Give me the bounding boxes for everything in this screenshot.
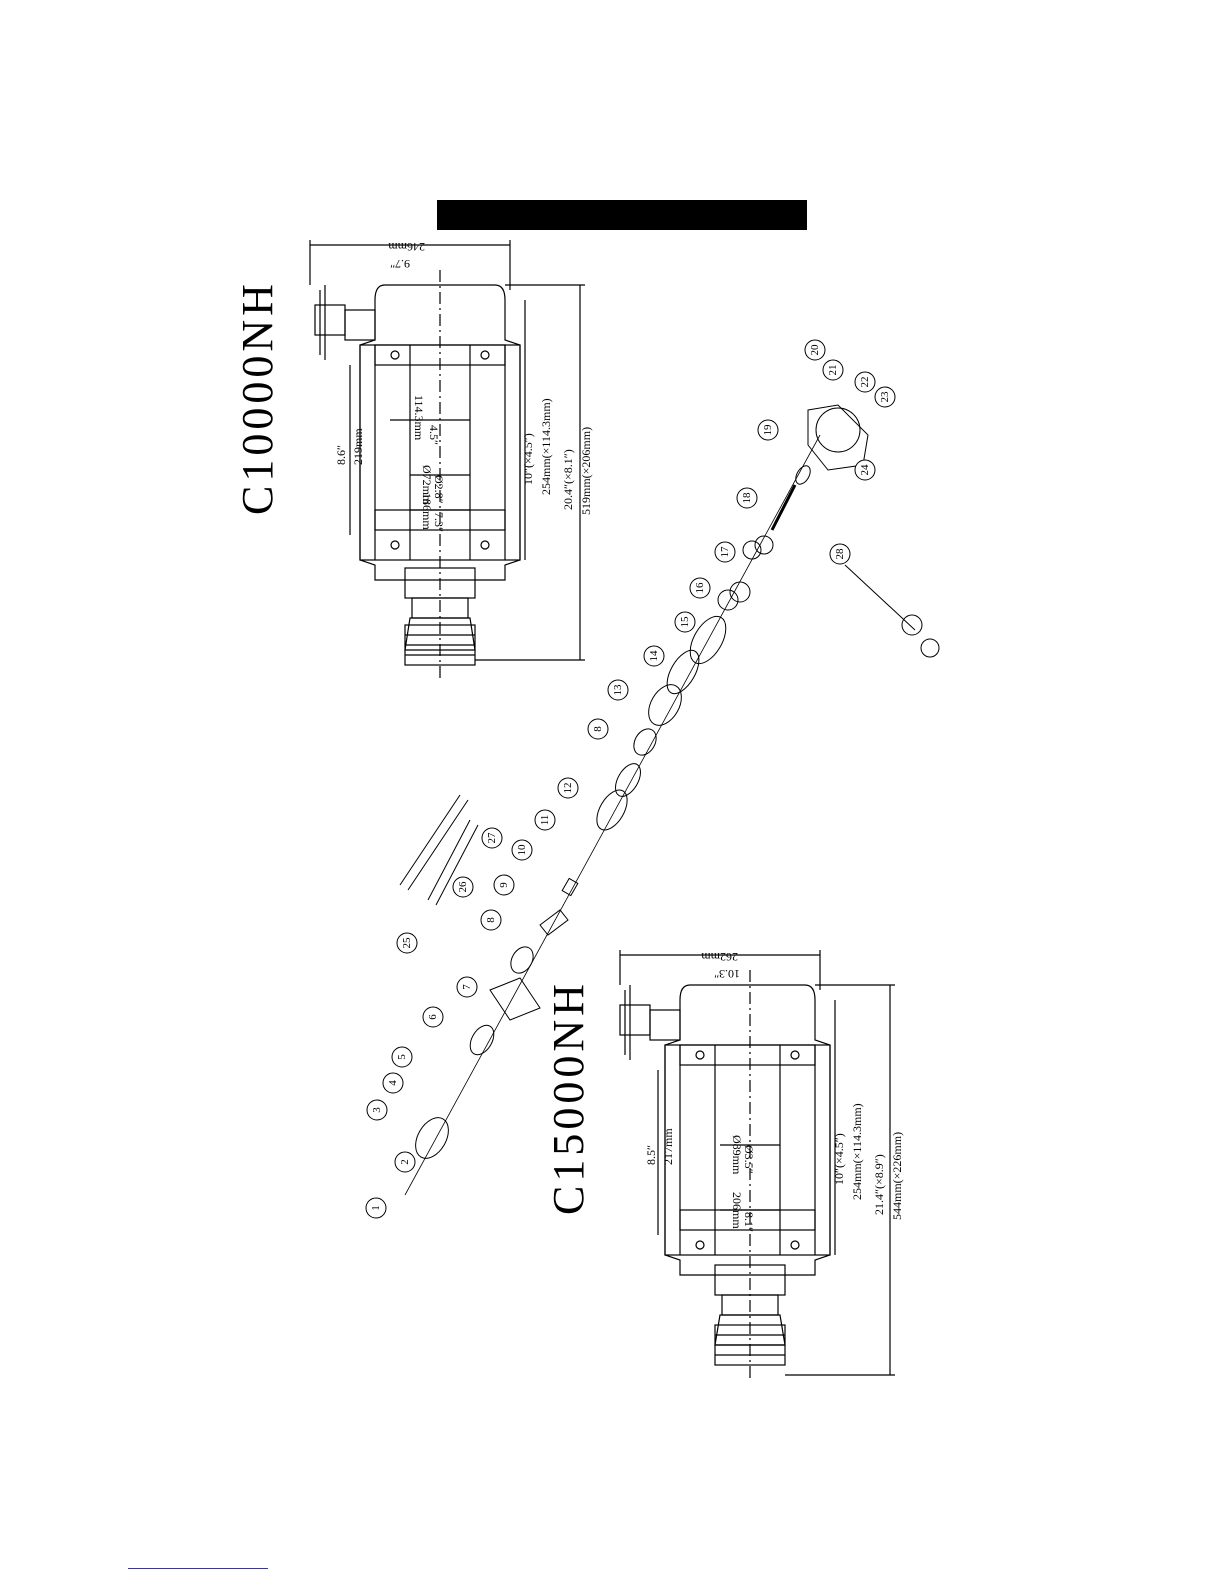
footer-link-underline[interactable]	[128, 1568, 268, 1569]
part-number: 9	[498, 882, 510, 888]
part-balloon	[674, 611, 696, 633]
dim-height-mm: 246mm	[388, 240, 425, 254]
part-number: 14	[648, 650, 660, 662]
part-number: 3	[371, 1107, 383, 1113]
dim-height-mm: 262mm	[701, 950, 738, 964]
part-number: 23	[879, 391, 891, 403]
part-balloon	[822, 359, 844, 381]
dim-bore-mm: Ø89mm	[730, 1135, 744, 1175]
dim-bolt-in: 4.5″	[427, 425, 441, 445]
part-balloon	[365, 1197, 387, 1219]
dim-mount-mm: 254mm(×114.3mm)	[850, 1103, 864, 1200]
part-number: 18	[741, 492, 753, 504]
title-bar	[437, 200, 807, 230]
part-balloon	[452, 876, 474, 898]
part-number: 24	[859, 464, 871, 476]
dim-overall-in: 20.4″(×8.1″)	[561, 449, 575, 510]
part-balloon	[394, 1151, 416, 1173]
part-number: 15	[679, 616, 691, 628]
part-balloon	[854, 371, 876, 393]
part-number: 16	[694, 582, 706, 594]
dim-bolt-mm: 114.3mm	[412, 395, 426, 441]
part-number: 28	[834, 548, 846, 560]
dim-mount: 10″(×4.5″)	[521, 433, 535, 485]
part-balloon	[481, 827, 503, 849]
part-number: 20	[809, 344, 821, 356]
part-balloon	[493, 874, 515, 896]
exploded-view	[399, 404, 940, 1196]
dim-height-in: 9.7″	[390, 257, 410, 271]
dim-bore-mm: Ø72mm	[420, 465, 434, 505]
part-balloon	[587, 718, 609, 740]
part-balloon	[829, 543, 851, 565]
dim-overall-mm: 544mm(×226mm)	[890, 1132, 904, 1220]
part-balloon	[366, 1099, 388, 1121]
part-number: 13	[612, 684, 624, 696]
part-balloon	[874, 386, 896, 408]
part-number: 8	[592, 726, 604, 732]
dim-height-in: 10.3″	[714, 967, 740, 981]
dimensions-c10000nh: 9.7″ 246mm 8.6″ 219mm 114.3mm 4.5″ Ø72mm…	[334, 240, 593, 532]
dim-drum-width-in: 8.5″	[644, 1145, 658, 1165]
model-label-c15000nh: C15000NH	[544, 980, 593, 1215]
part-balloon	[736, 487, 758, 509]
dim-overall-in: 21.4″(×8.9″)	[872, 1154, 886, 1215]
dim-flange-in: 7.3″	[432, 512, 446, 532]
part-balloon	[456, 976, 478, 998]
part-balloon	[422, 1006, 444, 1028]
part-number: 27	[486, 832, 498, 844]
part-number: 1	[370, 1205, 382, 1211]
part-number: 6	[427, 1014, 439, 1020]
part-balloon	[714, 541, 736, 563]
winch-drawing-c10000nh	[309, 240, 585, 680]
part-balloon	[391, 1046, 413, 1068]
dim-drum-width-in: 8.6″	[334, 445, 348, 465]
part-balloons: 1234567891011128131415161718192021222324…	[365, 339, 896, 1219]
dim-bore-in: Ø2.8″	[432, 475, 446, 504]
dim-drum-width-mm: 217mm	[661, 1128, 675, 1165]
winch-drawing-c15000nh	[619, 950, 895, 1380]
model-label-c10000nh: C10000NH	[233, 280, 282, 515]
part-balloon	[804, 339, 826, 361]
part-number: 7	[461, 984, 473, 990]
dim-overall-mm: 519mm(×206mm)	[579, 427, 593, 515]
part-balloon	[396, 932, 418, 954]
part-balloon	[854, 459, 876, 481]
part-balloon	[480, 909, 502, 931]
dim-flange-in: 8.1″	[742, 1212, 756, 1232]
part-number: 19	[762, 424, 774, 436]
part-balloon	[757, 419, 779, 441]
part-balloon	[643, 645, 665, 667]
part-number: 11	[539, 815, 551, 826]
dim-mount: 10″(×4.5″)	[832, 1133, 846, 1185]
part-balloon	[689, 577, 711, 599]
dim-drum-width-mm: 219mm	[351, 428, 365, 465]
part-balloon	[534, 809, 556, 831]
part-balloon	[382, 1072, 404, 1094]
dim-bore-in: Ø3.5″	[742, 1145, 756, 1174]
part-number: 17	[719, 546, 731, 558]
part-balloon	[557, 777, 579, 799]
part-number: 5	[396, 1054, 408, 1060]
dim-mount-mm: 254mm(×114.3mm)	[539, 398, 553, 495]
part-number: 22	[859, 377, 871, 388]
dim-flange-mm: 206mm	[730, 1192, 744, 1229]
part-number: 25	[401, 937, 413, 949]
dim-flange-mm: 186mm	[420, 493, 434, 530]
part-number: 4	[387, 1080, 399, 1086]
part-balloon	[511, 839, 533, 861]
part-number: 26	[457, 881, 469, 893]
part-number: 12	[562, 783, 574, 794]
part-number: 8	[485, 917, 497, 923]
dimensions-c15000nh: 10.3″ 262mm 8.5″ 217mm Ø89mm Ø3.5″ 206mm…	[644, 950, 904, 1232]
part-number: 2	[399, 1159, 411, 1165]
part-number: 10	[516, 844, 528, 856]
part-balloon	[607, 679, 629, 701]
part-number: 21	[827, 365, 839, 376]
